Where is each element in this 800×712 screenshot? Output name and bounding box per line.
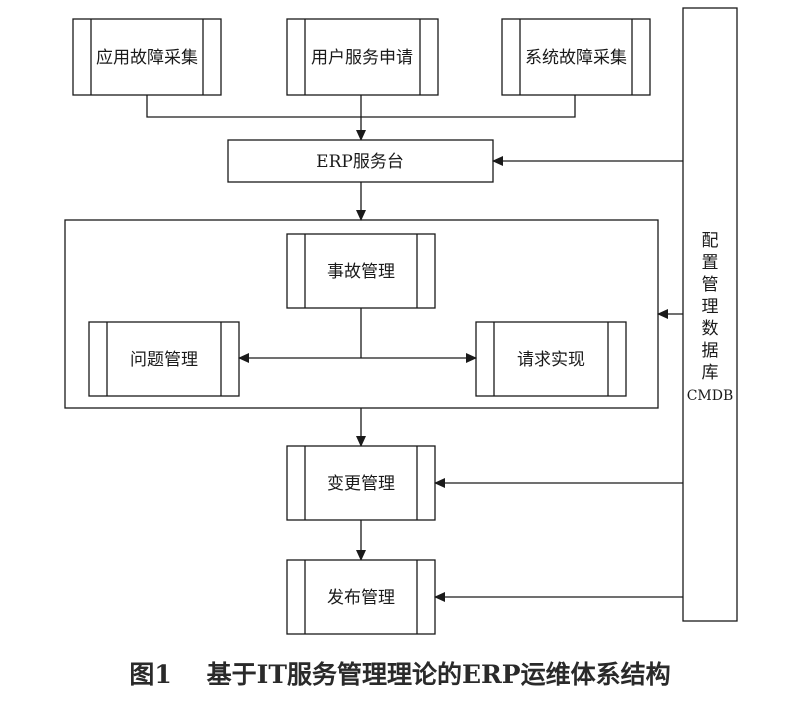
app-fault-box — [72, 18, 222, 96]
user-request-label: 用户服务申请 — [311, 48, 413, 68]
app-fault-label: 应用故障采集 — [96, 48, 198, 68]
cmdb-char: 库 — [702, 363, 719, 383]
release-label: 发布管理 — [327, 588, 395, 608]
change-label: 变更管理 — [327, 474, 395, 494]
user-request-box — [286, 18, 439, 96]
service-desk-label: ERP服务台 — [316, 152, 404, 172]
cmdb-label: 配 置 管 理 数 据 库 CMDB — [687, 231, 734, 404]
incident-label: 事故管理 — [327, 262, 395, 282]
problem-box — [88, 321, 240, 397]
cmdb-char: 配 — [702, 231, 719, 251]
cmdb-char: 数 — [702, 319, 719, 339]
sys-fault-box — [501, 18, 651, 96]
cmdb-latin: CMDB — [687, 388, 734, 404]
incident-box — [286, 233, 436, 309]
cmdb-char: 理 — [702, 297, 719, 317]
cmdb-char: 置 — [702, 253, 719, 273]
cmdb-char: 据 — [702, 341, 719, 361]
request-fulfillment-box — [475, 321, 627, 397]
change-box — [286, 445, 436, 521]
cmdb-box — [682, 7, 738, 622]
cmdb-char: 管 — [702, 275, 719, 295]
request-fulfillment-label: 请求实现 — [517, 350, 585, 370]
figure-number: 图1 — [129, 660, 172, 689]
figure-caption: 图1 基于IT服务管理理论的ERP运维体系结构 — [0, 655, 800, 691]
problem-label: 问题管理 — [130, 350, 198, 370]
figure-title: 基于IT服务管理理论的ERP运维体系结构 — [206, 660, 671, 689]
release-box — [286, 559, 436, 635]
sys-fault-label: 系统故障采集 — [525, 48, 627, 68]
